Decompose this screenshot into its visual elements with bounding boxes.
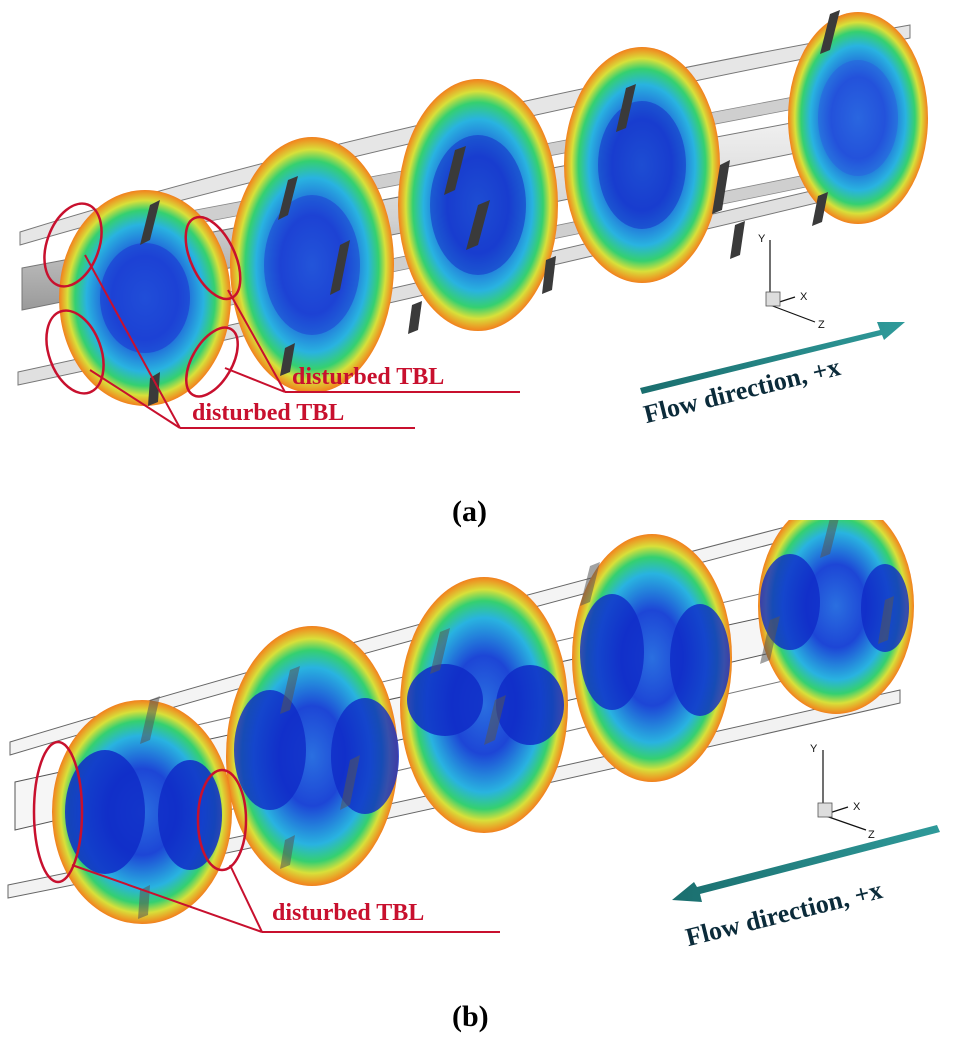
tbl-label-1: disturbed TBL xyxy=(272,900,425,926)
axis-triad: Y X Z xyxy=(758,233,825,331)
tbl-label-1: disturbed TBL xyxy=(292,364,445,390)
caption-b: (b) xyxy=(452,1000,489,1033)
tbl-marker-right xyxy=(196,768,248,872)
tbl-marker-left xyxy=(32,740,84,884)
cfd-figure-b: Y X Z xyxy=(7,520,940,933)
contour-slices xyxy=(59,12,928,406)
tbl-marker-upper-left xyxy=(43,202,103,288)
leader-lines xyxy=(84,254,520,429)
panel-b: Y X Z disturbed TBL Flow direction, +x (… xyxy=(0,520,955,1033)
axis-x-label: X xyxy=(800,291,808,303)
leader-lines xyxy=(71,864,500,933)
fins xyxy=(140,10,840,406)
tbl-markers xyxy=(32,740,248,884)
tbl-marker-lower-right xyxy=(185,326,239,398)
tbl-label-2: disturbed TBL xyxy=(192,400,345,426)
caption-a: (a) xyxy=(452,495,487,528)
axis-y-label: Y xyxy=(810,743,818,755)
flow-arrow xyxy=(640,322,905,394)
axis-y-label: Y xyxy=(758,233,766,245)
cfd-figure-a: Y X Z xyxy=(17,10,928,429)
fins xyxy=(138,520,894,919)
panel-a: Y X Z disturbed TBL disturbed TBL Flow d… xyxy=(0,0,955,528)
flow-arrow xyxy=(672,825,940,902)
axis-x-label: X xyxy=(853,801,861,813)
axis-triad: Y X Z xyxy=(810,743,875,841)
axis-z-label: Z xyxy=(868,829,875,841)
axis-z-label: Z xyxy=(818,319,825,331)
tbl-marker-lower-left xyxy=(45,309,105,395)
